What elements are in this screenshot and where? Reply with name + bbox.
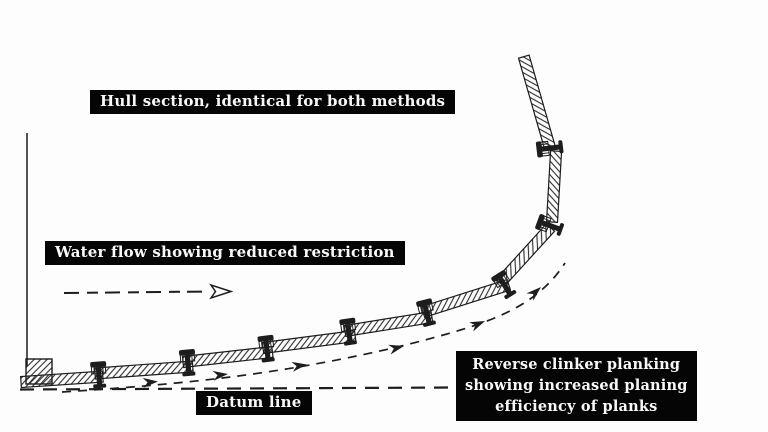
- water-flow-label: Water flow showing reduced restriction: [45, 241, 405, 266]
- hull-planking: [19, 54, 563, 389]
- reverse-clinker-label-line1: Reverse clinker planking: [472, 356, 681, 373]
- hull-flow-line: [61, 262, 566, 393]
- hull-plank: [343, 310, 434, 338]
- hull-plank: [517, 54, 557, 151]
- hull-plank: [181, 345, 274, 369]
- hull-plank: [545, 150, 563, 223]
- hull-section-label: Hull section, identical for both methods: [90, 90, 456, 115]
- hull-plank: [261, 329, 357, 355]
- datum-line-label: Datum line: [196, 391, 312, 416]
- reverse-clinker-label-line3: efficiency of planks: [495, 398, 658, 415]
- flow-arrowhead: [526, 283, 545, 301]
- flow-arrowhead: [212, 369, 229, 381]
- free-stream-arrow: [63, 283, 234, 300]
- keel-block: [25, 358, 53, 385]
- flow-arrowhead: [469, 316, 487, 332]
- flow-arrowhead: [388, 341, 406, 355]
- datum-line: [19, 386, 455, 391]
- open-arrowhead-icon: [209, 283, 234, 300]
- reverse-clinker-label: Reverse clinker planking showing increas…: [456, 351, 697, 421]
- hull-plank: [93, 360, 194, 380]
- reverse-clinker-label-line2: showing increased planing: [465, 377, 688, 394]
